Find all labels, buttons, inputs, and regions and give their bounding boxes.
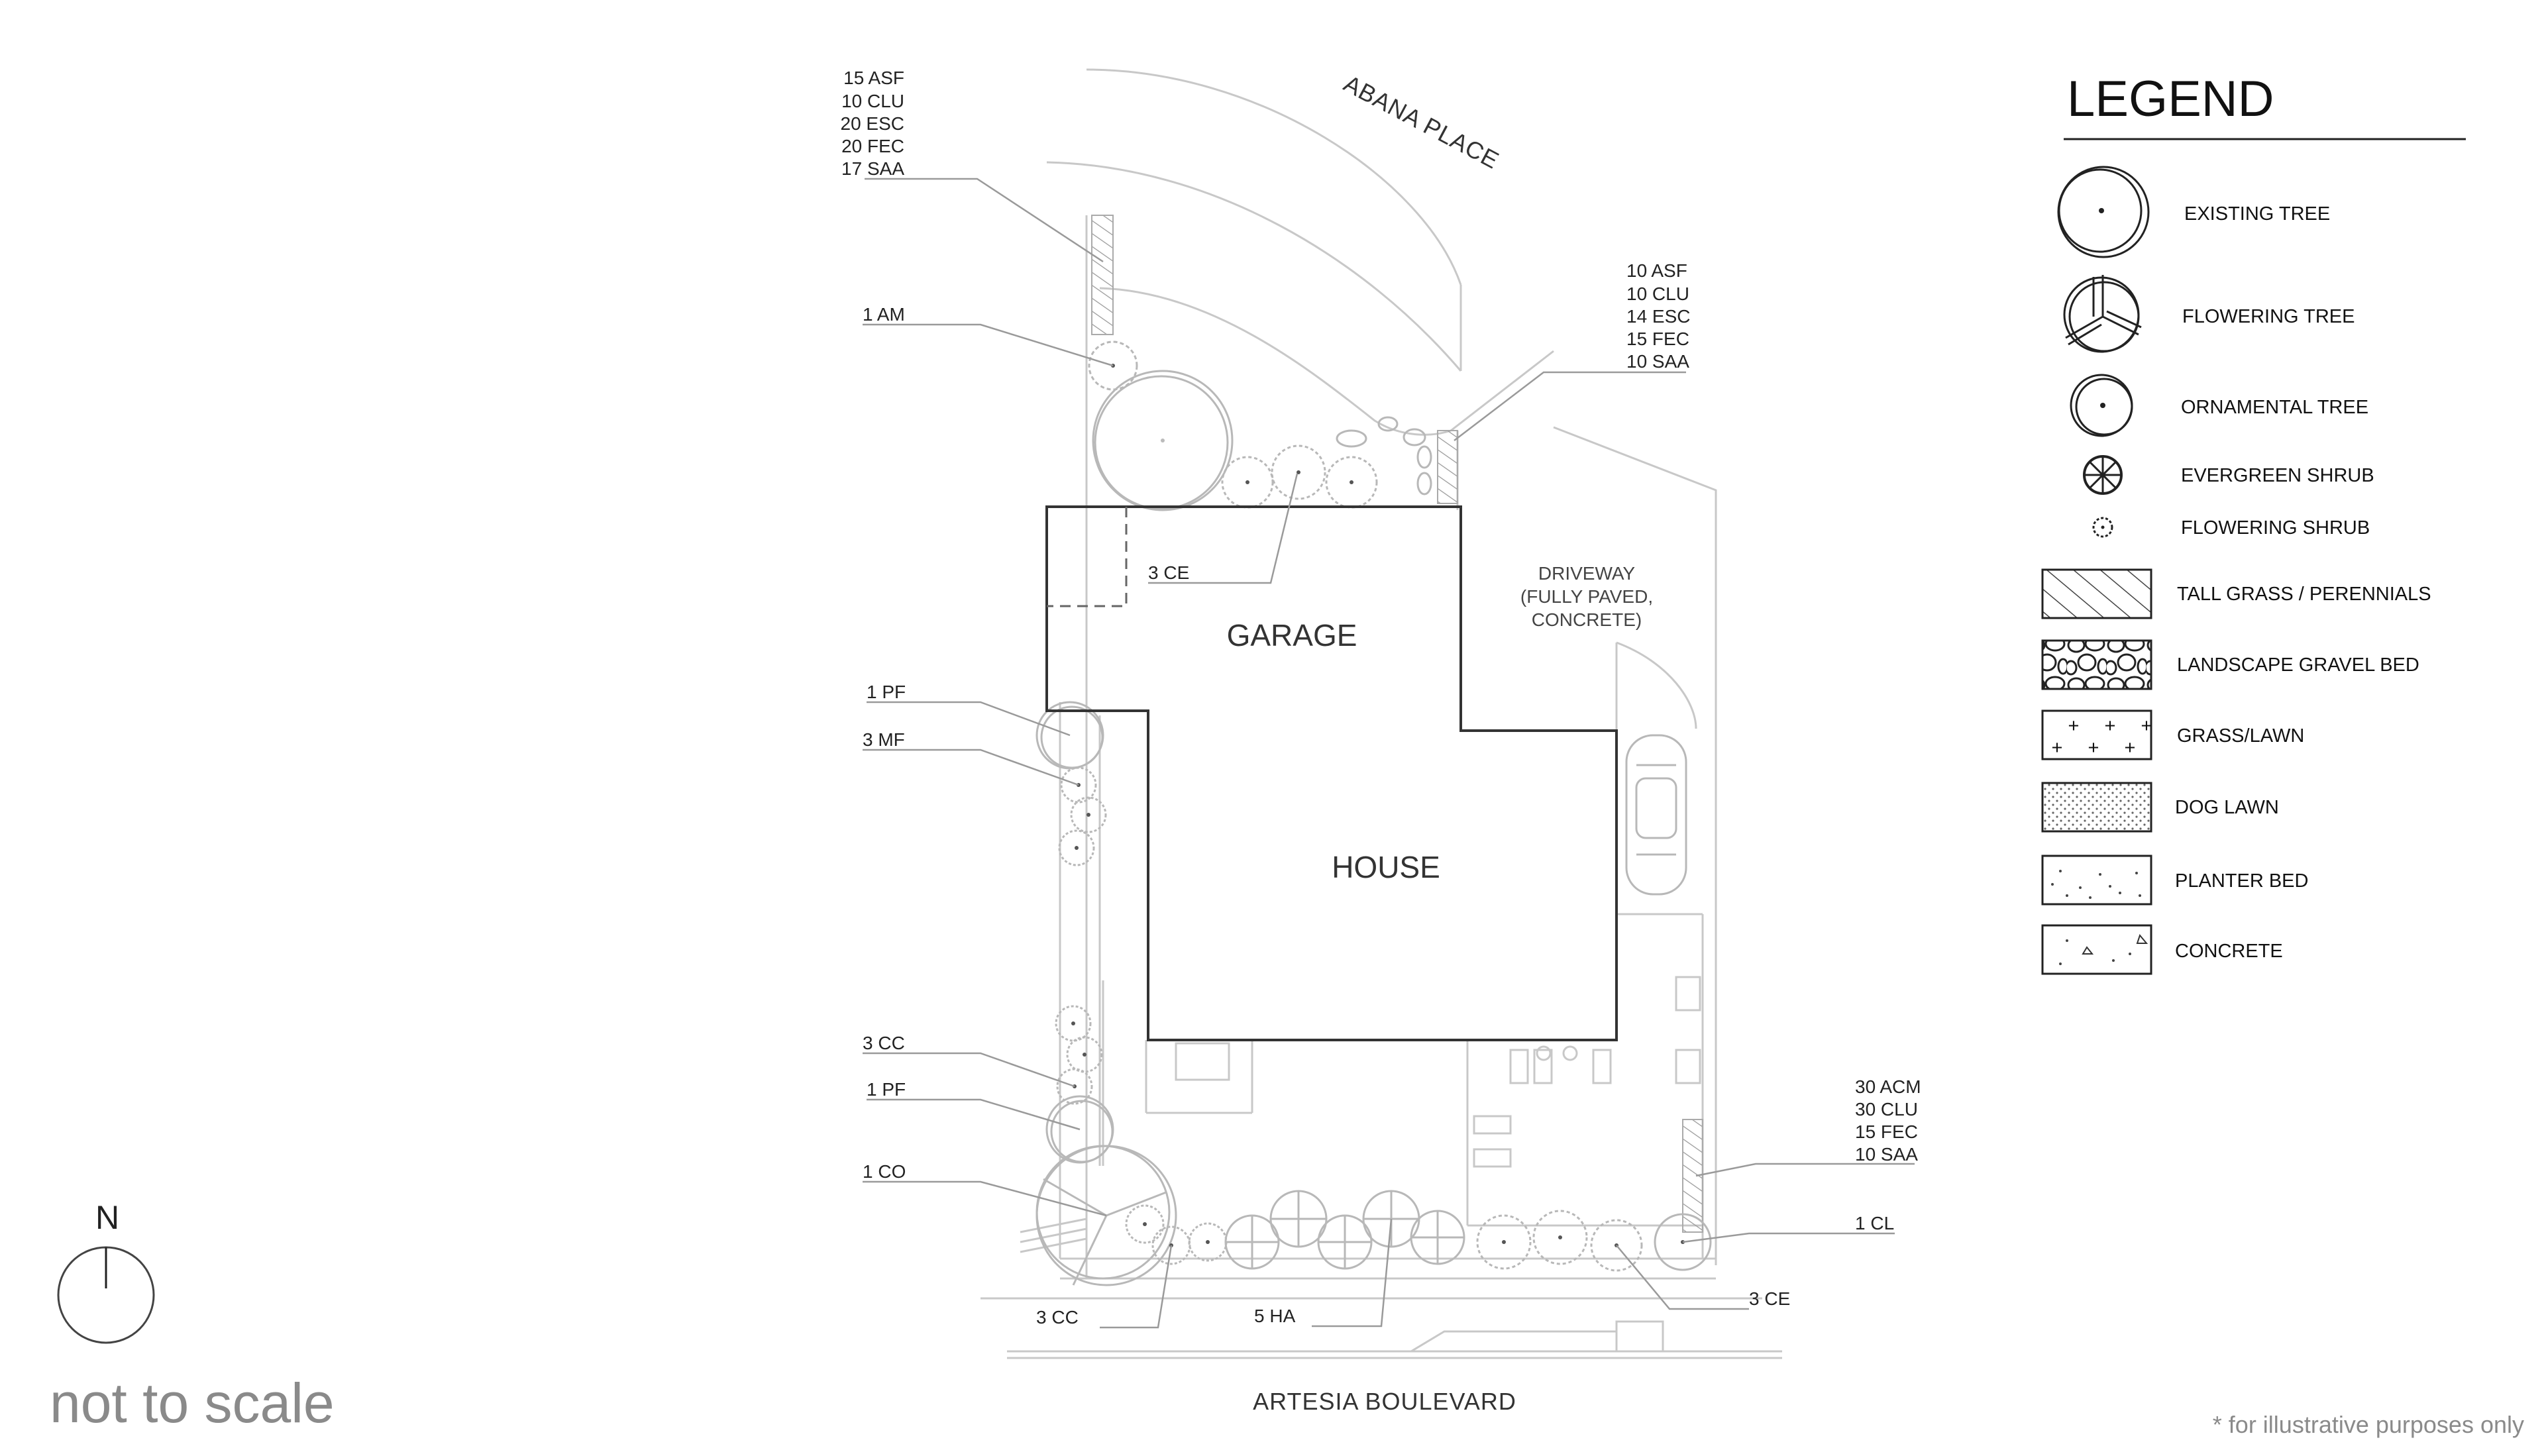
callout-co: 1 CO: [863, 1161, 906, 1182]
legend-item-ornamental-tree: ORNAMENTAL TREE: [2181, 397, 2368, 418]
callout-pf-1: 1 PF: [867, 682, 906, 702]
evergreen-shrub-ce-south-1: [1476, 1214, 1532, 1270]
callout-se-group: 30 ACM 30 CLU 15 FEC 10 SAA: [1695, 1076, 1921, 1177]
existing-tree-icon: [2057, 166, 2150, 258]
house-label: HOUSE: [1332, 850, 1440, 884]
callout-mf: 3 MF: [863, 729, 905, 750]
callout-nw-4: 20 FEC: [841, 136, 904, 156]
street-label-north: ABANA PLACE: [1340, 70, 1504, 174]
legend-item-flowering-tree: FLOWERING TREE: [2182, 306, 2355, 327]
callout-ne-3: 14 ESC: [1626, 306, 1691, 327]
concrete-swatch: [2041, 924, 2152, 975]
callout-ne-1: 10 ASF: [1626, 260, 1687, 281]
north-arrow-label: N: [95, 1199, 119, 1236]
tall-grass-bed-north: [1091, 215, 1114, 335]
gravel-bed-swatch: [2041, 639, 2152, 690]
callout-se-1: 30 ACM: [1855, 1076, 1921, 1097]
tall-grass-swatch: [2041, 568, 2152, 619]
callout-se-2: 30 CLU: [1855, 1099, 1918, 1119]
legend-item-tall-grass: TALL GRASS / PERENNIALS: [2177, 584, 2431, 605]
flowering-tree-icon: [2063, 275, 2142, 353]
callout-ce-north: 3 CE: [1148, 562, 1189, 583]
callout-nw-group: 15 ASF 10 CLU 20 ESC 20 FEC 17 SAA: [841, 68, 1104, 263]
callout-am: 1 AM: [863, 304, 905, 325]
plant-callouts: 15 ASF 10 CLU 20 ESC 20 FEC 17 SAA 10 AS…: [841, 68, 1921, 1329]
callout-nw-1: 15 ASF: [843, 68, 904, 88]
callout-se-3: 15 FEC: [1855, 1121, 1918, 1142]
callout-ha: 5 HA: [1254, 1306, 1296, 1326]
callout-ce-south: 3 CE: [1749, 1288, 1790, 1309]
evergreen-shrub-ce-north-1: [1221, 456, 1274, 509]
callout-ne-5: 10 SAA: [1626, 351, 1689, 372]
evergreen-shrub-ha-row: [1224, 1190, 1465, 1270]
existing-tree-north: [1092, 370, 1234, 511]
flowering-shrub-mf-1: [1060, 766, 1097, 804]
ornamental-tree-cl: [1654, 1213, 1712, 1271]
legend-item-dog-lawn: DOG LAWN: [2175, 797, 2279, 818]
building-footprint: GARAGE HOUSE DRIVEWAY (FULLY PAVED, CONC…: [1045, 505, 1653, 1041]
evergreen-shrub-icon: [2083, 455, 2123, 495]
driveway-label-line1: DRIVEWAY: [1538, 563, 1636, 584]
ornamental-tree-am: [1088, 340, 1138, 391]
evergreen-shrub-cc-south-1: [1125, 1204, 1165, 1244]
svg-text:+: +: [2068, 715, 2080, 737]
legend-item-gravel-bed: LANDSCAPE GRAVEL BED: [2177, 654, 2419, 676]
driveway-label-line2: (FULLY PAVED,: [1520, 586, 1653, 607]
legend-item-evergreen-shrub: EVERGREEN SHRUB: [2181, 465, 2374, 486]
legend: LEGEND EXISTING TREE FLOWERING TREE: [2041, 71, 2466, 975]
dog-lawn-swatch: [2041, 782, 2152, 833]
evergreen-shrub-cc-west-1: [1055, 1005, 1092, 1042]
callout-pf-2: 1 PF: [867, 1079, 906, 1100]
car-icon: [1625, 734, 1687, 896]
flowering-tree-co: [1035, 1145, 1177, 1286]
tall-grass-bed-east: [1437, 430, 1458, 504]
callout-cc-south: 3 CC: [1036, 1307, 1079, 1327]
ornamental-tree-icon: [2070, 374, 2133, 437]
legend-title: LEGEND: [2067, 71, 2274, 127]
svg-text:+: +: [2141, 715, 2152, 737]
legend-item-planter-bed: PLANTER BED: [2175, 870, 2308, 892]
grass-lawn-swatch: + + + + + +: [2041, 709, 2152, 760]
callout-cl: 1 CL: [1855, 1213, 1894, 1233]
driveway-label-line3: CONCRETE): [1532, 609, 1642, 630]
callout-cc-west: 3 CC: [863, 1033, 905, 1053]
flowering-shrub-icon: [2092, 517, 2113, 538]
callout-nw-3: 20 ESC: [841, 113, 905, 134]
planter-bed-swatch: [2041, 855, 2152, 906]
callout-nw-2: 10 CLU: [841, 91, 904, 111]
legend-item-flowering-shrub: FLOWERING SHRUB: [2181, 517, 2370, 539]
svg-text:+: +: [2052, 737, 2063, 758]
legend-item-concrete: CONCRETE: [2175, 941, 2283, 962]
street-label-south: ARTESIA BOULEVARD: [1253, 1388, 1516, 1415]
svg-text:+: +: [2105, 715, 2116, 737]
garage-label: GARAGE: [1227, 618, 1357, 652]
planting: [1035, 215, 1712, 1286]
callout-se-4: 10 SAA: [1855, 1144, 1918, 1165]
callout-ne-4: 15 FEC: [1626, 329, 1689, 349]
disclaimer-note: * for illustrative purposes only: [2213, 1411, 2524, 1438]
callout-nw-5: 17 SAA: [841, 158, 904, 179]
scale-note: not to scale: [50, 1372, 335, 1434]
legend-item-existing-tree: EXISTING TREE: [2184, 203, 2330, 225]
legend-item-grass-lawn: GRASS/LAWN: [2177, 725, 2304, 747]
callout-ne-2: 10 CLU: [1626, 284, 1689, 304]
north-arrow: N: [57, 1199, 155, 1344]
svg-text:+: +: [2125, 737, 2136, 758]
svg-text:+: +: [2088, 737, 2099, 758]
callout-ne-group: 10 ASF 10 CLU 14 ESC 15 FEC 10 SAA: [1454, 260, 1691, 441]
